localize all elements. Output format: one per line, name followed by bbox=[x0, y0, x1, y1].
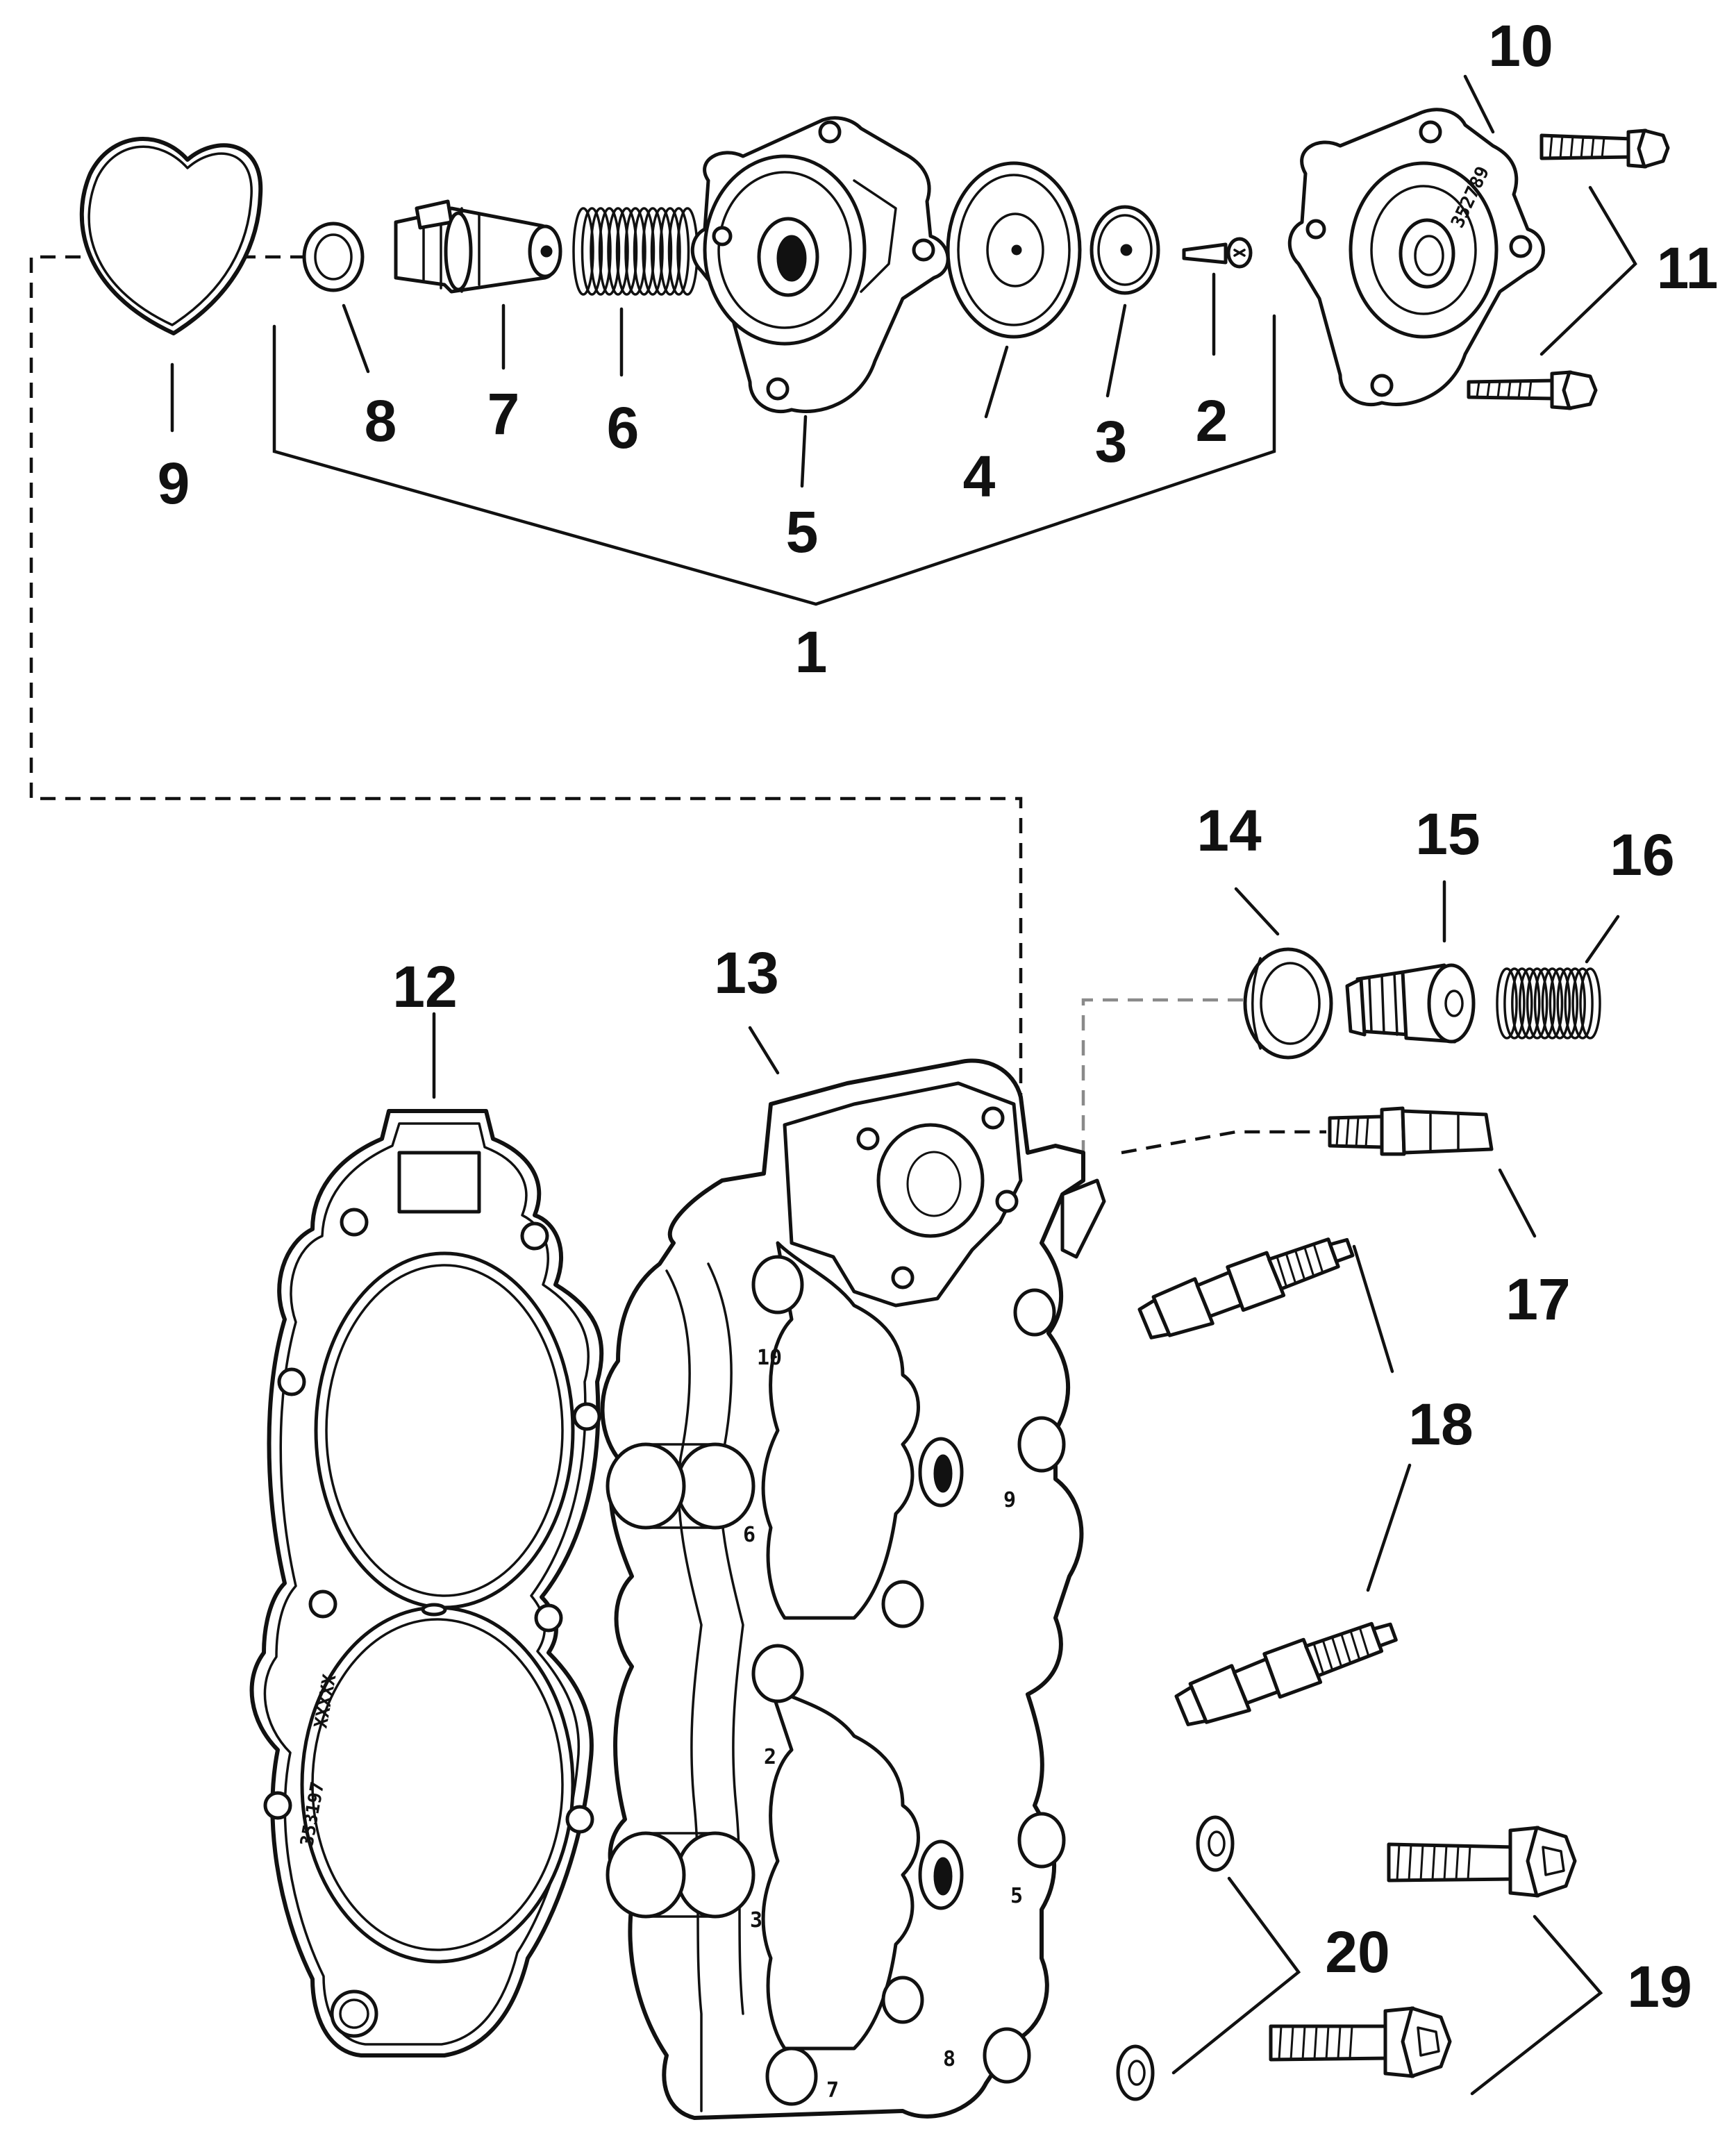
callout-9: 9 bbox=[158, 451, 190, 516]
part-4-diaphragm bbox=[946, 161, 1082, 339]
part-15-thermostat bbox=[1345, 963, 1476, 1044]
spring-coil bbox=[598, 207, 621, 296]
callout-labels: 1 2 3 4 5 6 7 8 9 10 11 12 13 14 15 16 1… bbox=[158, 13, 1719, 2019]
spring-coil bbox=[1518, 967, 1541, 1040]
spring-coil bbox=[1571, 967, 1594, 1040]
part-11-bolt-bottom bbox=[1467, 370, 1598, 410]
spring-coil bbox=[1541, 967, 1564, 1040]
torque-number-8: 8 bbox=[943, 2047, 955, 2071]
spring-coil bbox=[1556, 967, 1579, 1040]
spring-coil bbox=[607, 207, 629, 296]
part-19-bolt-bottom bbox=[1269, 2006, 1452, 2078]
spring-coil bbox=[624, 207, 646, 296]
part-18-spark-plug-bottom bbox=[1174, 1621, 1398, 1726]
part-16-spring bbox=[1496, 967, 1601, 1040]
torque-number-6: 6 bbox=[743, 1523, 756, 1547]
callout-4: 4 bbox=[963, 444, 996, 509]
callout-1: 1 bbox=[795, 619, 828, 685]
spring-coil bbox=[1511, 967, 1533, 1040]
spring-coil bbox=[1496, 967, 1518, 1040]
spring-coil bbox=[1549, 967, 1571, 1040]
spring-coil bbox=[590, 207, 612, 296]
callout-14: 14 bbox=[1196, 798, 1262, 863]
spring-coil bbox=[615, 207, 638, 296]
part-6-spring bbox=[572, 207, 699, 296]
dashed-guide-lines bbox=[29, 255, 1326, 1210]
callout-13: 13 bbox=[714, 940, 778, 1005]
callout-16: 16 bbox=[1610, 822, 1674, 887]
spring-coil bbox=[1533, 967, 1556, 1040]
callout-12: 12 bbox=[392, 954, 457, 1019]
part-18-spark-plug-top bbox=[1137, 1237, 1355, 1339]
spring-coil bbox=[633, 207, 656, 296]
callout-18: 18 bbox=[1408, 1392, 1473, 1457]
spring-coil bbox=[1579, 967, 1601, 1040]
callout-6: 6 bbox=[607, 395, 640, 460]
part-19-bolt-top bbox=[1387, 1826, 1577, 1898]
part-20-washer-top bbox=[1196, 1815, 1235, 1872]
torque-number-9: 9 bbox=[1003, 1488, 1016, 1512]
callout-5: 5 bbox=[786, 499, 819, 565]
part-2-screw bbox=[1182, 237, 1253, 269]
spring-coil bbox=[667, 207, 690, 296]
part-3-disc bbox=[1090, 205, 1160, 295]
torque-number-10: 10 bbox=[757, 1346, 782, 1370]
part-5-housing bbox=[690, 116, 950, 414]
spring-coil bbox=[659, 207, 681, 296]
part-12-gasket: 353197 XXXXX bbox=[249, 1109, 604, 2058]
spring-coil bbox=[572, 207, 594, 296]
part-10-cover: 352789 bbox=[1287, 108, 1545, 407]
torque-number-3: 3 bbox=[750, 1908, 762, 1933]
spring-coil bbox=[1526, 967, 1549, 1040]
callout-7: 7 bbox=[487, 381, 520, 446]
callout-17: 17 bbox=[1505, 1267, 1570, 1332]
part-8-washer bbox=[302, 222, 365, 292]
part-7-valve-body bbox=[394, 199, 562, 294]
spring-coil bbox=[581, 207, 603, 296]
part-20-washer-bottom bbox=[1116, 2044, 1155, 2101]
torque-number-7: 7 bbox=[826, 2078, 839, 2103]
torque-number-5: 5 bbox=[1010, 1884, 1023, 1908]
part-13-cylinder-head: 10 6 2 3 7 8 9 5 bbox=[600, 1058, 1106, 2120]
spring-coil bbox=[650, 207, 673, 296]
spring-coil bbox=[642, 207, 664, 296]
part-9-oring bbox=[79, 137, 263, 335]
part-14-seal bbox=[1243, 947, 1333, 1060]
callout-15: 15 bbox=[1415, 801, 1480, 867]
spring-coil bbox=[1564, 967, 1586, 1040]
callout-20: 20 bbox=[1325, 1919, 1389, 1985]
leader-lines bbox=[170, 74, 1637, 2096]
callout-11: 11 bbox=[1657, 235, 1719, 301]
callout-2: 2 bbox=[1196, 388, 1228, 453]
part-11-bolt-top bbox=[1539, 128, 1670, 169]
torque-number-2: 2 bbox=[764, 1745, 776, 1769]
callout-10: 10 bbox=[1488, 13, 1553, 78]
part-17-sensor bbox=[1328, 1106, 1494, 1156]
spring-coil bbox=[1503, 967, 1526, 1040]
callout-8: 8 bbox=[365, 388, 397, 453]
callout-3: 3 bbox=[1095, 409, 1128, 474]
callout-19: 19 bbox=[1627, 1954, 1692, 2019]
